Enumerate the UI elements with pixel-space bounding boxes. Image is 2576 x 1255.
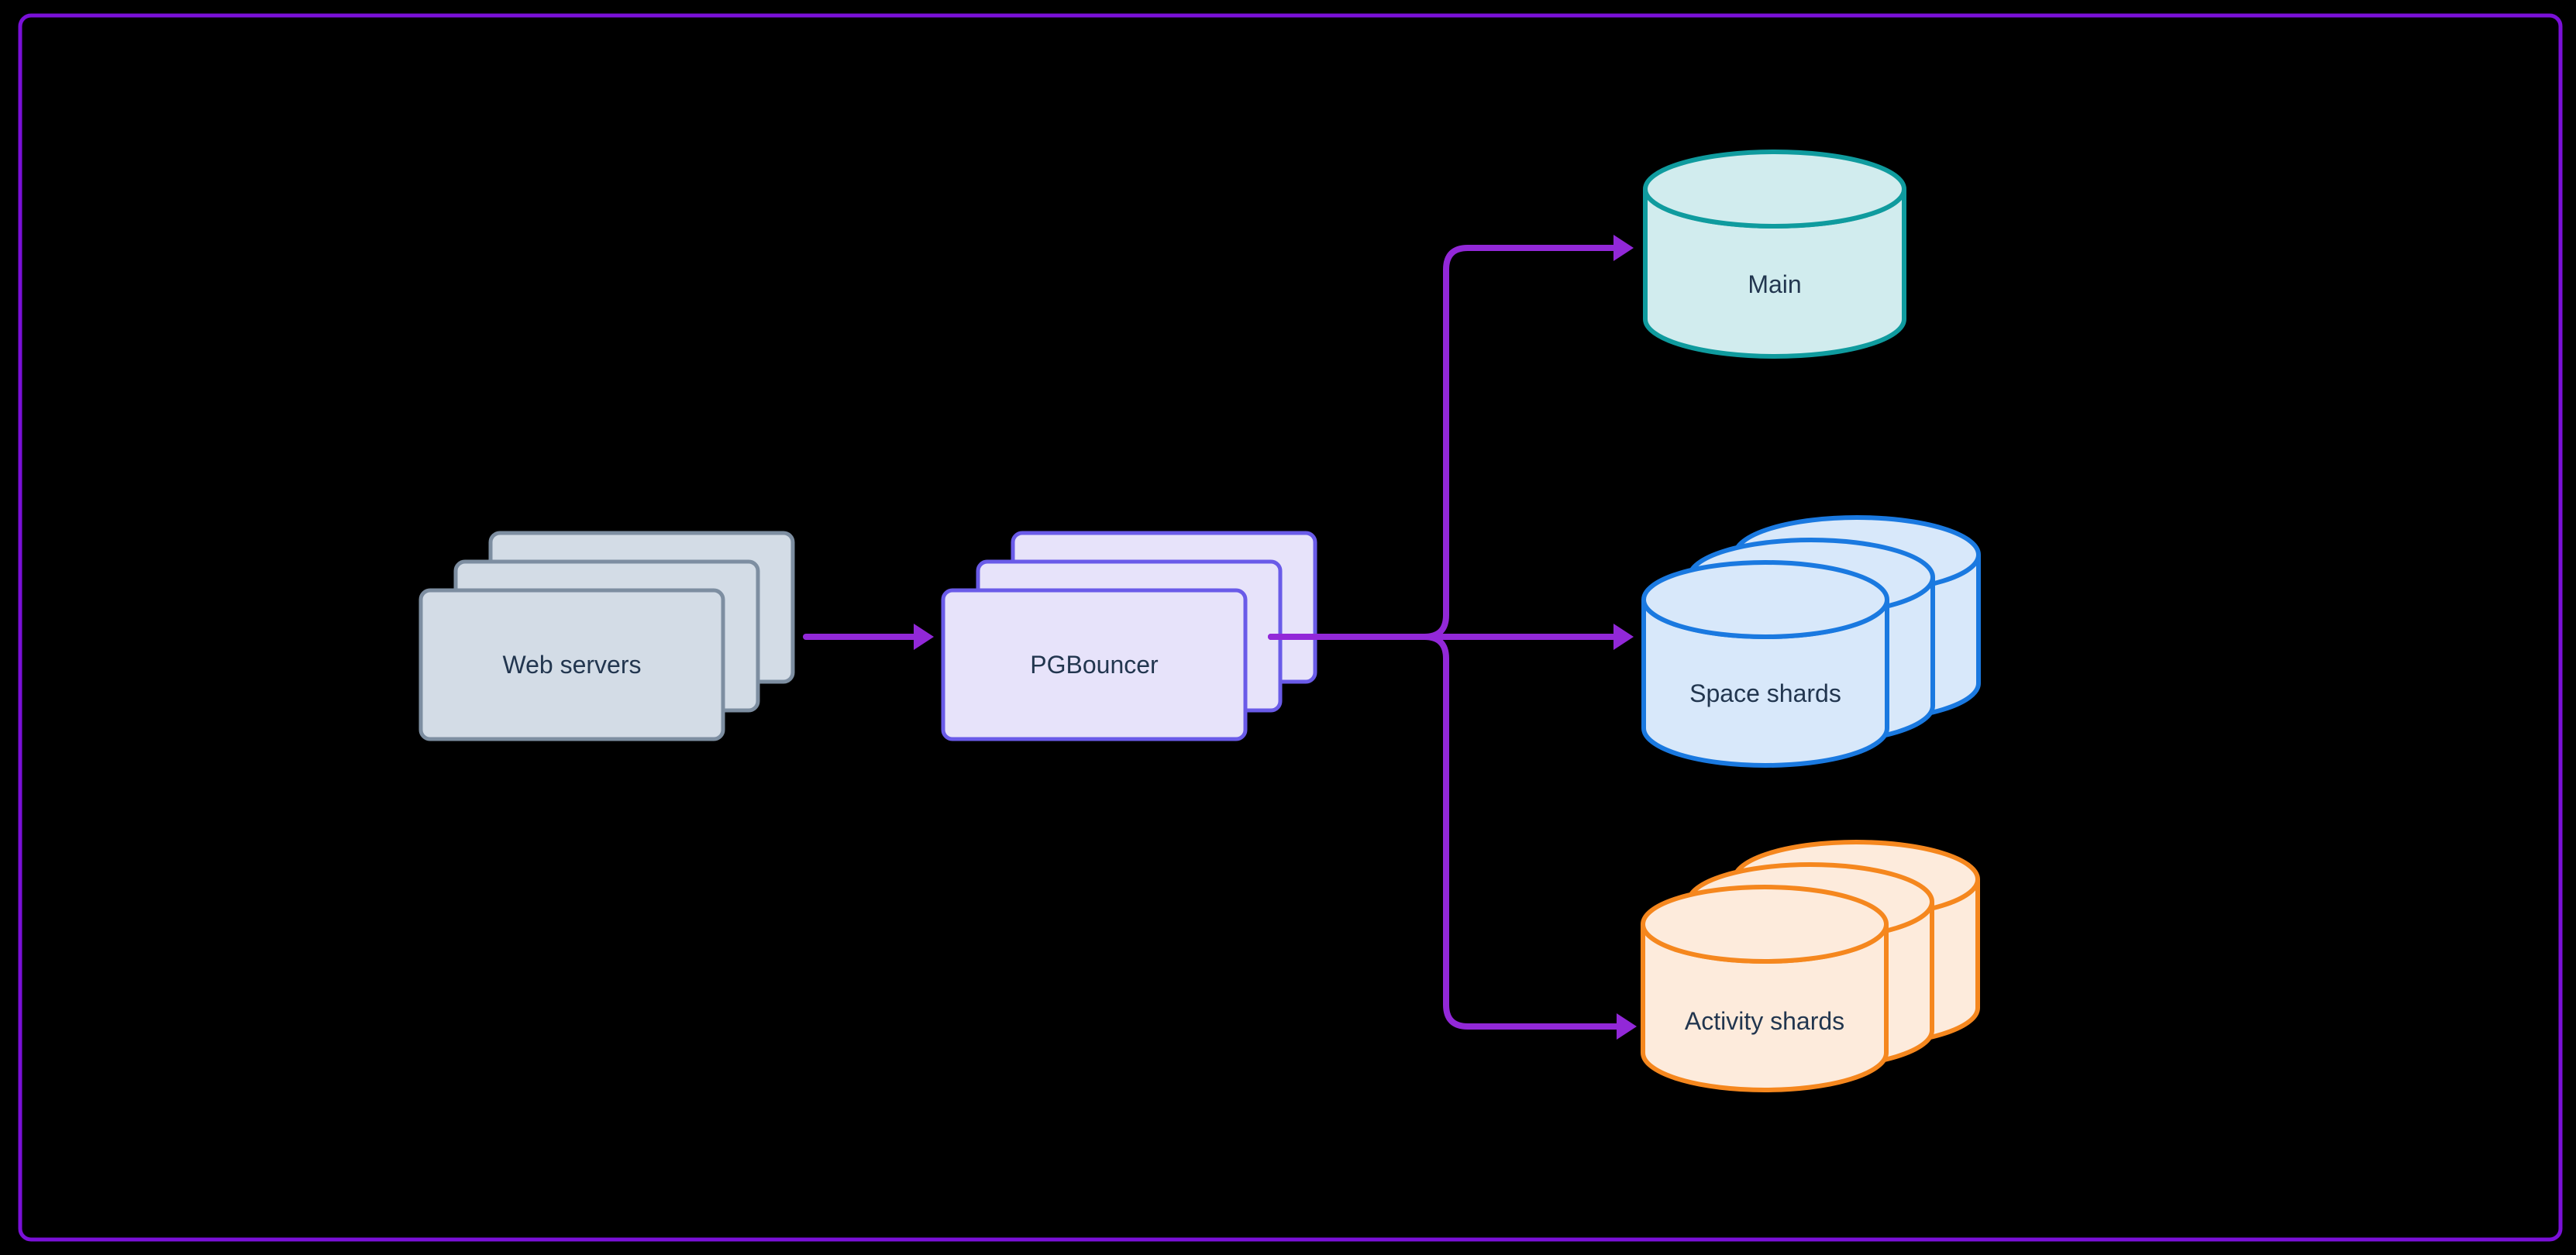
pgbouncer-node: PGBouncer	[941, 531, 1317, 741]
web-servers-stack-front	[418, 588, 725, 741]
web-servers-node: Web servers	[418, 531, 795, 741]
pgbouncer-stack-front	[941, 588, 1248, 741]
arrowhead-to-space-shards	[1613, 624, 1634, 650]
arrowhead-to-activity-shards	[1617, 1013, 1637, 1040]
main-db-node: Main	[1643, 150, 1906, 359]
web-servers-label: Web servers	[502, 651, 641, 679]
cylinder-top	[1641, 885, 1889, 964]
arrowhead-to-pgbouncer	[914, 624, 934, 650]
activity-shards-label: Activity shards	[1685, 1007, 1844, 1035]
cylinder-top	[1641, 560, 1889, 639]
main-db-label: Main	[1748, 270, 1801, 298]
arrowhead-to-main	[1613, 235, 1634, 261]
edge-pgbouncer-to-activity-shards	[1268, 634, 1620, 1030]
diagram-border	[18, 13, 2563, 1242]
activity-shards-cylinder-front	[1641, 885, 1889, 1092]
space-shards-node: Space shards	[1641, 515, 1981, 768]
edge-pgbouncer-to-main	[1268, 245, 1617, 640]
edges	[803, 235, 1637, 1040]
space-shards-label: Space shards	[1689, 679, 1841, 707]
activity-shards-node: Activity shards	[1641, 840, 1980, 1092]
pgbouncer-label: PGBouncer	[1030, 651, 1159, 679]
space-shards-cylinder-front	[1641, 560, 1889, 768]
main-db-cylinder-top	[1643, 150, 1906, 229]
